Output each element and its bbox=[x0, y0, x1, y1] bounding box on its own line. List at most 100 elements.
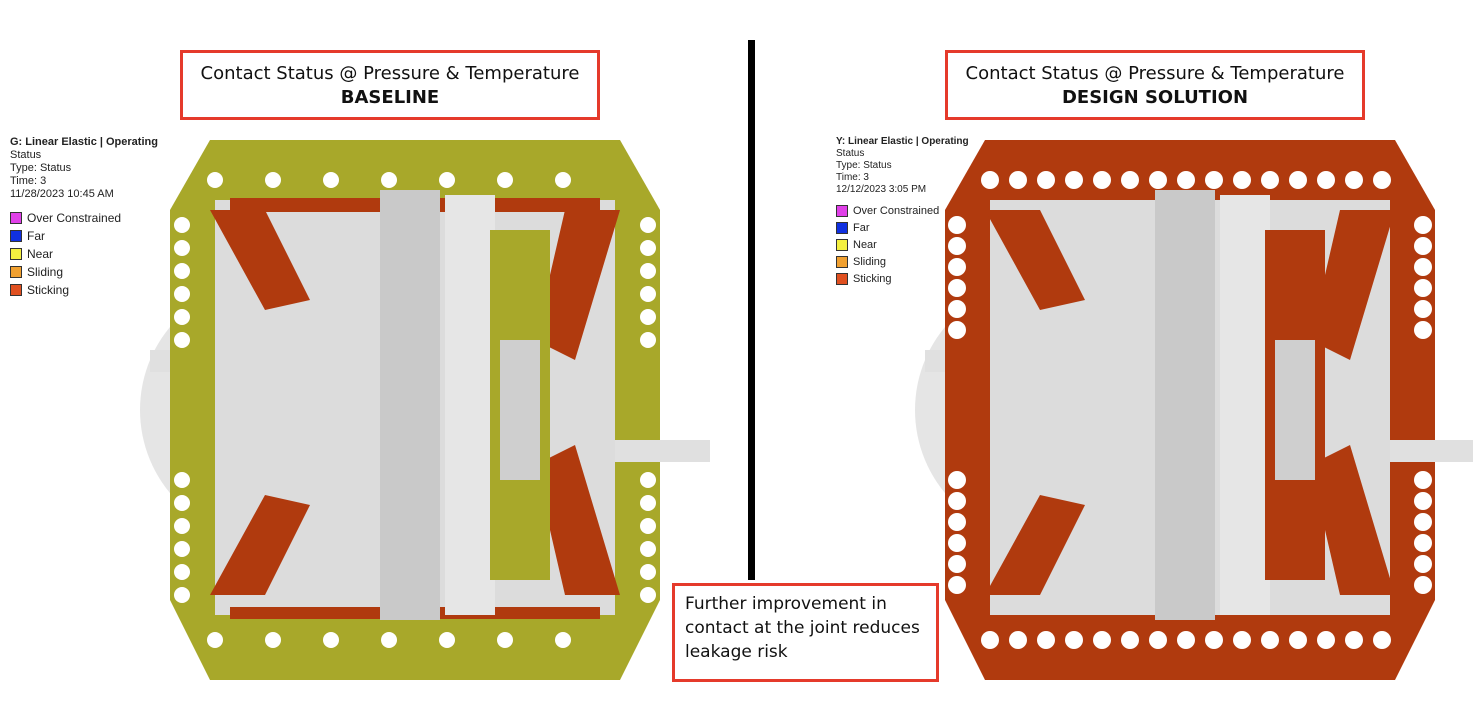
bolt-hole bbox=[1317, 171, 1335, 189]
design-subtitle: DESIGN SOLUTION bbox=[1061, 87, 1249, 108]
bolt-hole bbox=[1149, 631, 1167, 649]
bolt-hole bbox=[439, 632, 455, 648]
bolt-hole bbox=[174, 587, 190, 603]
legend-label: Sticking bbox=[27, 282, 70, 297]
seat-insert bbox=[500, 340, 540, 480]
contact-zone bbox=[210, 495, 310, 595]
legend-item-sliding: Sliding bbox=[836, 253, 969, 270]
bolt-hole bbox=[1065, 171, 1083, 189]
bolt-hole bbox=[1414, 237, 1432, 255]
bolt-hole bbox=[497, 632, 513, 648]
bolt-hole bbox=[948, 513, 966, 531]
bolt-hole bbox=[948, 555, 966, 573]
bolt-hole bbox=[439, 172, 455, 188]
swatch bbox=[10, 284, 22, 296]
bolt-hole bbox=[174, 332, 190, 348]
legend-item-far: Far bbox=[836, 219, 969, 236]
bolt-hole bbox=[265, 172, 281, 188]
seat-insert bbox=[1275, 340, 1315, 480]
bolt-hole bbox=[174, 263, 190, 279]
swatch bbox=[10, 266, 22, 278]
legend-status: Status bbox=[10, 149, 42, 161]
bolt-hole bbox=[948, 258, 966, 276]
legend-label: Near bbox=[27, 246, 54, 261]
baseline-subtitle: BASELINE bbox=[340, 87, 440, 108]
bolt-hole bbox=[948, 216, 966, 234]
bolt-hole bbox=[1261, 171, 1279, 189]
bolt-hole bbox=[174, 309, 190, 325]
legend-time: Time: 3 bbox=[836, 172, 869, 183]
improvement-note: Further improvement in contact at the jo… bbox=[672, 583, 939, 682]
bolt-hole bbox=[1177, 631, 1195, 649]
contact-zone bbox=[985, 495, 1085, 595]
bolt-hole bbox=[1373, 631, 1391, 649]
bolt-hole bbox=[555, 632, 571, 648]
legend-item-sticking: Sticking bbox=[10, 281, 158, 299]
bolt-hole bbox=[948, 321, 966, 339]
baseline-model bbox=[140, 140, 710, 680]
design-legend: Y: Linear Elastic | Operating Status Typ… bbox=[836, 136, 969, 287]
bolt-hole bbox=[323, 172, 339, 188]
legend-item-near: Near bbox=[836, 236, 969, 253]
bolt-hole bbox=[948, 300, 966, 318]
bolt-hole bbox=[1414, 576, 1432, 594]
legend-header: Y: Linear Elastic | Operating bbox=[836, 136, 969, 147]
bolt-hole bbox=[174, 495, 190, 511]
bolt-hole bbox=[1121, 631, 1139, 649]
swatch bbox=[10, 212, 22, 224]
bolt-hole bbox=[1177, 171, 1195, 189]
bolt-hole bbox=[1009, 171, 1027, 189]
bolt-hole bbox=[207, 632, 223, 648]
design-title: Contact Status @ Pressure & Temperature bbox=[965, 63, 1345, 84]
bolt-hole bbox=[981, 171, 999, 189]
bolt-hole bbox=[1205, 171, 1223, 189]
legend-item-near: Near bbox=[10, 245, 158, 263]
bolt-hole bbox=[1345, 631, 1363, 649]
swatch bbox=[836, 255, 848, 268]
stem bbox=[380, 190, 440, 620]
bolt-hole bbox=[1037, 171, 1055, 189]
bolt-hole bbox=[174, 472, 190, 488]
bolt-hole bbox=[948, 492, 966, 510]
bolt-hole bbox=[1289, 631, 1307, 649]
contact-zone bbox=[535, 445, 620, 595]
bolt-hole bbox=[1121, 171, 1139, 189]
bolt-hole bbox=[265, 632, 281, 648]
legend-label: Sticking bbox=[853, 272, 892, 285]
bolt-hole bbox=[1317, 631, 1335, 649]
swatch bbox=[836, 272, 848, 285]
bolt-hole bbox=[1345, 171, 1363, 189]
bolt-hole bbox=[1261, 631, 1279, 649]
bolt-hole bbox=[174, 240, 190, 256]
legend-label: Over Constrained bbox=[853, 204, 940, 217]
bolt-hole bbox=[948, 471, 966, 489]
bolt-hole bbox=[1233, 171, 1251, 189]
bolt-hole bbox=[640, 587, 656, 603]
bolt-hole bbox=[948, 534, 966, 552]
baseline-title: Contact Status @ Pressure & Temperature bbox=[200, 63, 580, 84]
bolt-hole bbox=[640, 472, 656, 488]
bolt-hole bbox=[1373, 171, 1391, 189]
bolt-hole bbox=[640, 564, 656, 580]
contact-zone bbox=[1310, 210, 1395, 360]
legend-label: Sliding bbox=[853, 255, 887, 268]
bolt-hole bbox=[1414, 300, 1432, 318]
legend-item-over-constrained: Over Constrained bbox=[836, 202, 969, 219]
panel-divider bbox=[748, 40, 755, 580]
bolt-hole bbox=[948, 576, 966, 594]
legend-item-sliding: Sliding bbox=[10, 263, 158, 281]
bolt-hole bbox=[555, 172, 571, 188]
legend-status: Status bbox=[836, 148, 865, 159]
bolt-hole bbox=[174, 217, 190, 233]
bolt-hole bbox=[174, 518, 190, 534]
bolt-hole bbox=[1414, 216, 1432, 234]
bolt-hole bbox=[1414, 279, 1432, 297]
design-title-box: Contact Status @ Pressure & Temperature … bbox=[945, 50, 1365, 120]
bolt-hole bbox=[1289, 171, 1307, 189]
swatch bbox=[836, 221, 848, 234]
bolt-hole bbox=[640, 518, 656, 534]
bolt-hole bbox=[948, 237, 966, 255]
baseline-legend: G: Linear Elastic | Operating Status Typ… bbox=[10, 136, 158, 299]
bolt-hole bbox=[174, 286, 190, 302]
